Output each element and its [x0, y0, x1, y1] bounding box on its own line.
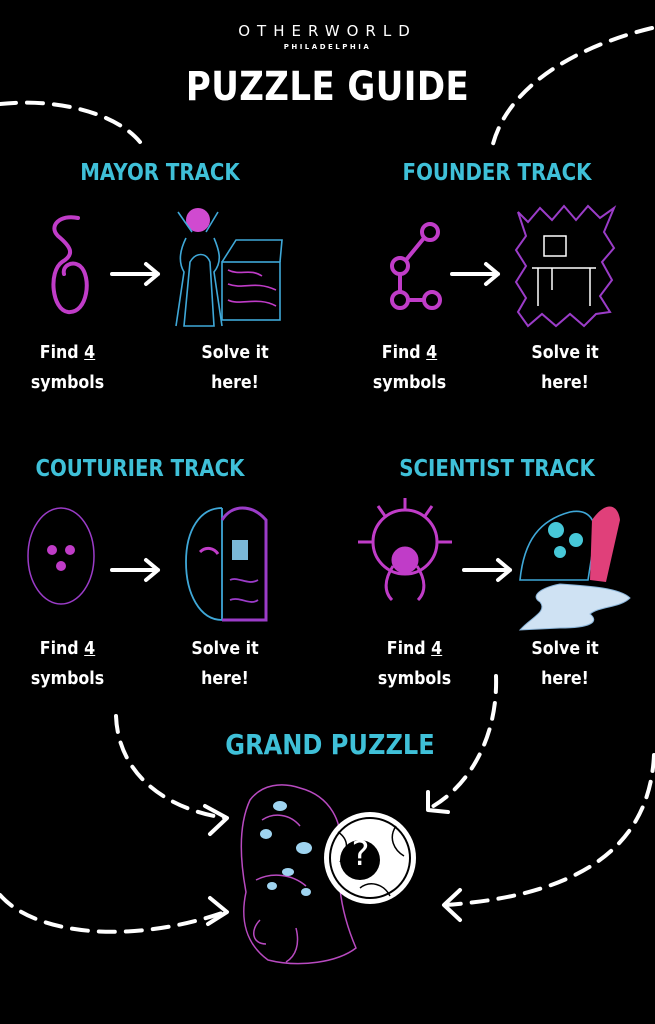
track-title-mayor: MAYOR TRACK [80, 160, 240, 186]
grand-puzzle-moon-icon [324, 812, 416, 904]
page-title: PUZZLE GUIDE [185, 64, 470, 110]
brand-location: PHILADELPHIA [283, 43, 372, 51]
arrow-right-icon [110, 262, 160, 286]
track-title-couturier: COUTURIER TRACK [35, 456, 245, 482]
grand-puzzle-eye-icon [260, 801, 312, 896]
arrow-right-icon [462, 558, 512, 582]
founder-desk-icon [514, 204, 617, 328]
brand-logo-text: OTHERWORLD [238, 22, 417, 40]
scientist-creature-icon [518, 506, 631, 631]
couturier-face-door-icon [185, 506, 268, 622]
mayor-symbol-icon [51, 215, 89, 314]
track-title-founder: FOUNDER TRACK [402, 160, 592, 186]
scientist-symbol-icon [358, 498, 452, 602]
grand-puzzle-creature-icon [240, 784, 357, 965]
arrow-right-icon [110, 558, 160, 582]
arrow-right-icon [450, 262, 500, 286]
track-title-scientist: SCIENTIST TRACK [399, 456, 595, 482]
mayor-figure-chest-icon [175, 208, 283, 327]
grand-puzzle-title: GRAND PUZZLE [225, 728, 435, 761]
founder-symbol-icon [390, 222, 442, 310]
grand-puzzle-question-mark: ? [351, 834, 370, 874]
couturier-symbol-icon [27, 507, 95, 605]
